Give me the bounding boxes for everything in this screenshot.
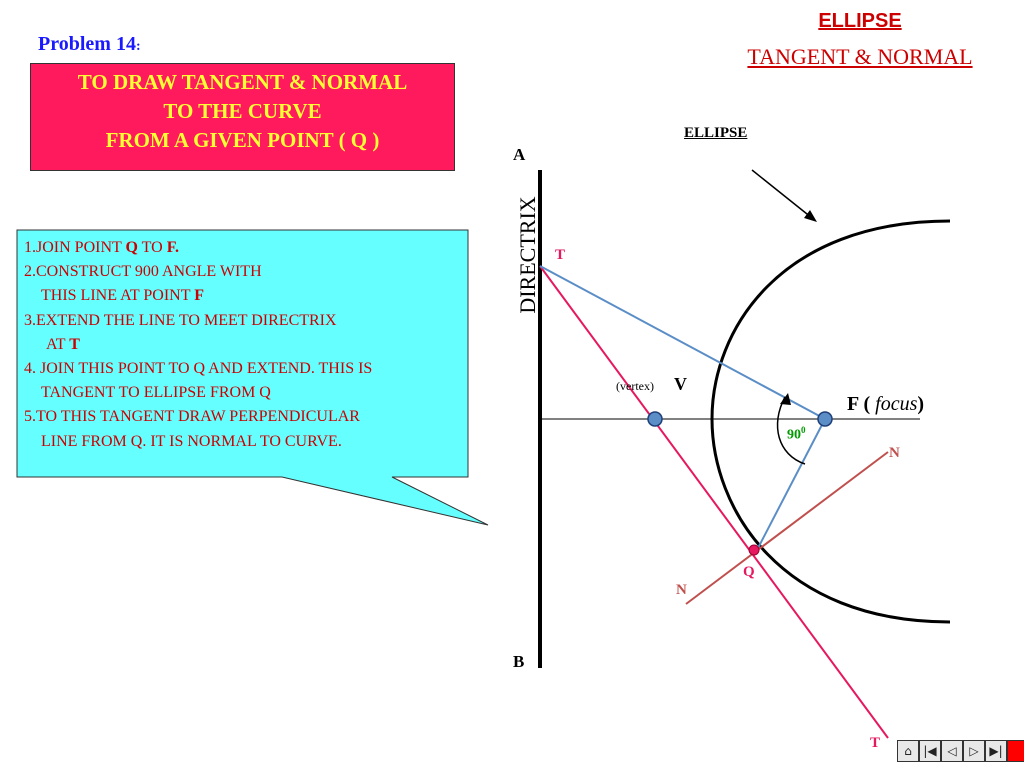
fq-line [756, 418, 826, 551]
header-subtitle: TANGENT & NORMAL [747, 44, 973, 69]
tf-line [539, 265, 826, 420]
step-5: 5.TO THIS TANGENT DRAW PERPENDICULAR [24, 408, 360, 426]
label-focus: F ( focus) [847, 393, 925, 415]
end-icon[interactable] [1007, 740, 1024, 762]
callout-bubble [16, 229, 489, 526]
focus-point [817, 411, 833, 427]
step-3: 3.EXTEND THE LINE TO MEET DIRECTRIX [24, 311, 337, 329]
problem-label: Problem 14: [38, 33, 141, 55]
step-2: 2.CONSTRUCT 900 ANGLE WITH [24, 263, 262, 281]
step-3-cont: AT T [46, 335, 80, 353]
label-t-bottom: T [870, 735, 881, 751]
step-5-cont: LINE FROM Q. IT IS NORMAL TO CURVE. [41, 432, 342, 450]
ellipse-curve [710, 219, 951, 624]
task-box: TO DRAW TANGENT & NORMAL TO THE CURVE FR… [30, 63, 455, 171]
task-line-3: FROM A GIVEN POINT ( Q ) [105, 128, 380, 152]
problem-colon: : [135, 39, 141, 54]
step-4: 4. JOIN THIS POINT TO Q AND EXTEND. THIS… [24, 360, 373, 378]
vertex-note: (vertex) [616, 379, 654, 393]
label-b: B [513, 652, 525, 671]
ellipse-label: ELLIPSE [684, 125, 748, 141]
vertex-point [647, 411, 663, 427]
task-line-2: TO THE CURVE [163, 99, 322, 123]
ellipse-pointer-head [804, 210, 817, 222]
last-icon[interactable]: ▶| [985, 740, 1007, 762]
label-n-right: N [889, 445, 900, 461]
next-icon[interactable]: ▷ [963, 740, 985, 762]
label-a: A [513, 145, 526, 164]
normal-line [685, 451, 889, 605]
label-t-top: T [555, 247, 566, 263]
prev-icon[interactable]: ◁ [941, 740, 963, 762]
angle-label: 900 [787, 425, 806, 443]
step-4-cont: TANGENT TO ELLIPSE FROM Q [41, 384, 271, 402]
ellipse-pointer [751, 169, 813, 219]
nav-bar: ⌂ |◀ ◁ ▷ ▶| [897, 740, 1024, 764]
step-2-cont: THIS LINE AT POINT F [41, 287, 204, 305]
label-n-left: N [676, 582, 687, 598]
angle-arc [776, 396, 806, 465]
directrix-label: DIRECTRIX [515, 196, 540, 314]
label-q: Q [743, 564, 755, 580]
first-icon[interactable]: |◀ [919, 740, 941, 762]
task-line-1: TO DRAW TANGENT & NORMAL [77, 70, 408, 94]
header-title: ELLIPSE [818, 10, 902, 32]
tangent-line [539, 265, 889, 739]
step-1: 1.JOIN POINT Q TO F. [24, 239, 179, 256]
angle-arrow-head [780, 393, 791, 405]
label-v: V [674, 374, 687, 394]
home-icon[interactable]: ⌂ [897, 740, 919, 762]
steps-list: 1.JOIN POINT Q TO F. 2.CONSTRUCT 900 ANG… [24, 236, 464, 454]
q-point [748, 544, 760, 556]
